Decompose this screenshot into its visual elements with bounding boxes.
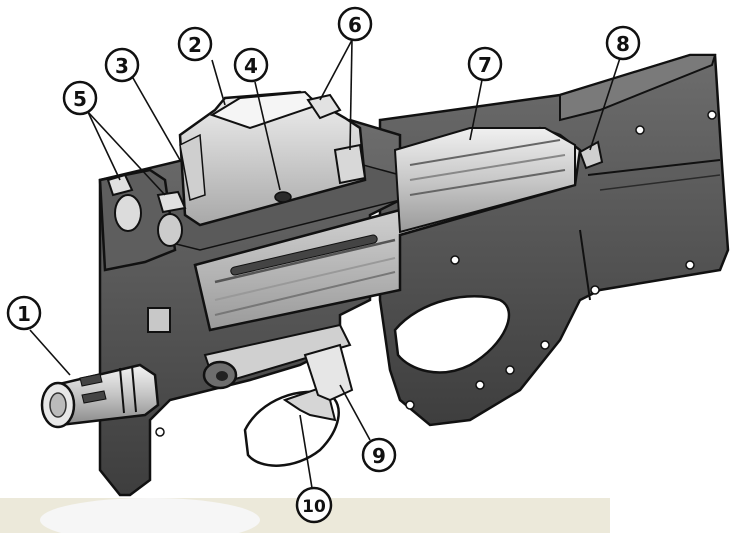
stock-top-face [559,54,717,122]
leader-lines [29,39,621,489]
callout-label: 6 [348,13,362,37]
callout-4: 4 [233,47,269,83]
callout-label: 4 [244,54,258,78]
magazine-rear [393,127,576,234]
magazine-rib-2 [409,154,566,181]
grip-opening [393,295,511,374]
callout-label: 1 [17,302,31,326]
stock-seam-vertical [579,229,591,301]
callout-3: 3 [104,47,140,83]
flash-hider-slot-1 [79,373,103,387]
callout-10: 10 [295,486,333,524]
background-blur [40,498,260,533]
front-lens-right [157,213,183,247]
ejection-port [147,307,171,333]
callout-label: 7 [478,53,492,77]
callout-label: 2 [188,33,202,57]
callout-label: 8 [616,32,630,56]
callout-label: 3 [115,54,129,78]
stock-seam-upper [587,159,721,176]
barrel-ring-2 [131,365,137,413]
sight-side-panel [179,133,206,201]
rivets [155,110,717,437]
flash-hider-slot-2 [81,390,107,404]
callout-label: 9 [372,444,386,468]
rear-sight-post-lower [333,143,367,185]
stock-seam-lower [599,174,721,191]
magazine-rib-6 [214,271,396,316]
magazine-rib-5 [214,257,396,301]
callout-5: 5 [62,80,98,116]
muzzle-bore [49,392,67,418]
magazine-slot [230,234,378,276]
front-lens-left [114,194,142,232]
front-sight-post-right [156,190,187,214]
callout-7: 7 [467,46,503,82]
callout-label: 5 [73,87,87,111]
callout-2: 2 [177,26,213,62]
front-sight-post-left [106,173,134,197]
callout-6: 6 [337,6,373,42]
cocking-knob-center [216,371,228,381]
callout-label: 10 [302,497,326,517]
callout-8: 8 [605,25,641,61]
magazine-rib-3 [409,169,566,196]
sight-hole-icon [274,191,292,203]
magazine-rib-1 [409,139,561,166]
callout-9: 9 [361,437,397,473]
barrel-ring-1 [119,367,125,414]
callout-1: 1 [6,295,42,331]
magazine-rib-4 [214,238,396,284]
